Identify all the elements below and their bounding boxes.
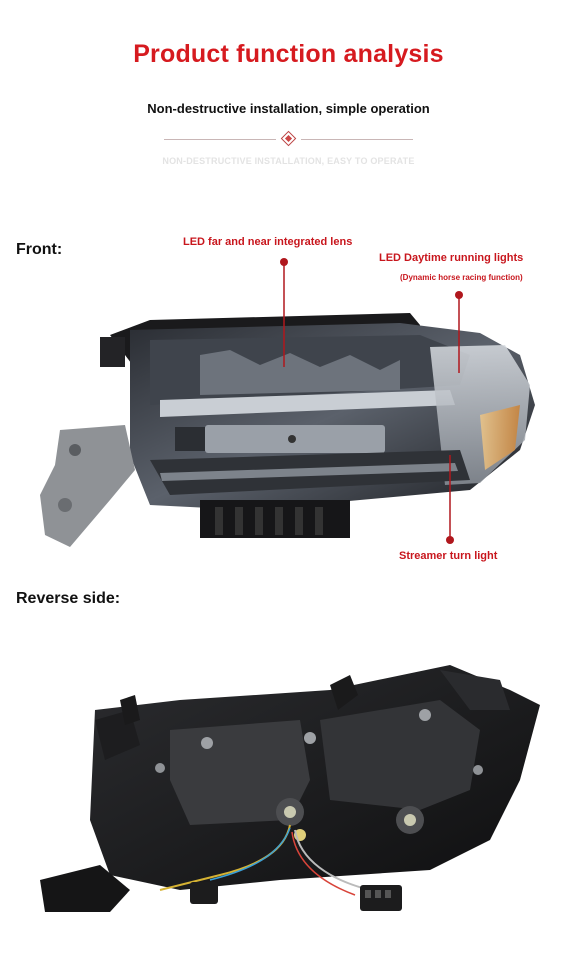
diamond-icon (280, 130, 297, 147)
headlight-back-image (40, 665, 540, 912)
front-section-label: Front: (16, 241, 63, 258)
callout-drl-note: (Dynamic horse racing function) (400, 273, 523, 282)
callout-lens-label: LED far and near integrated lens (183, 236, 353, 248)
headlight-front-image (40, 258, 535, 547)
page-title: Product function analysis (133, 40, 444, 68)
page-subtitle: Non-destructive installation, simple ope… (147, 101, 430, 116)
callout-turn-label: Streamer turn light (399, 550, 498, 562)
ghost-caption: NON-DESTRUCTIVE INSTALLATION, EASY TO OP… (162, 156, 415, 166)
decorative-divider (164, 128, 413, 150)
reverse-section-label: Reverse side: (16, 590, 121, 607)
callout-drl-label: LED Daytime running lights (379, 252, 524, 264)
